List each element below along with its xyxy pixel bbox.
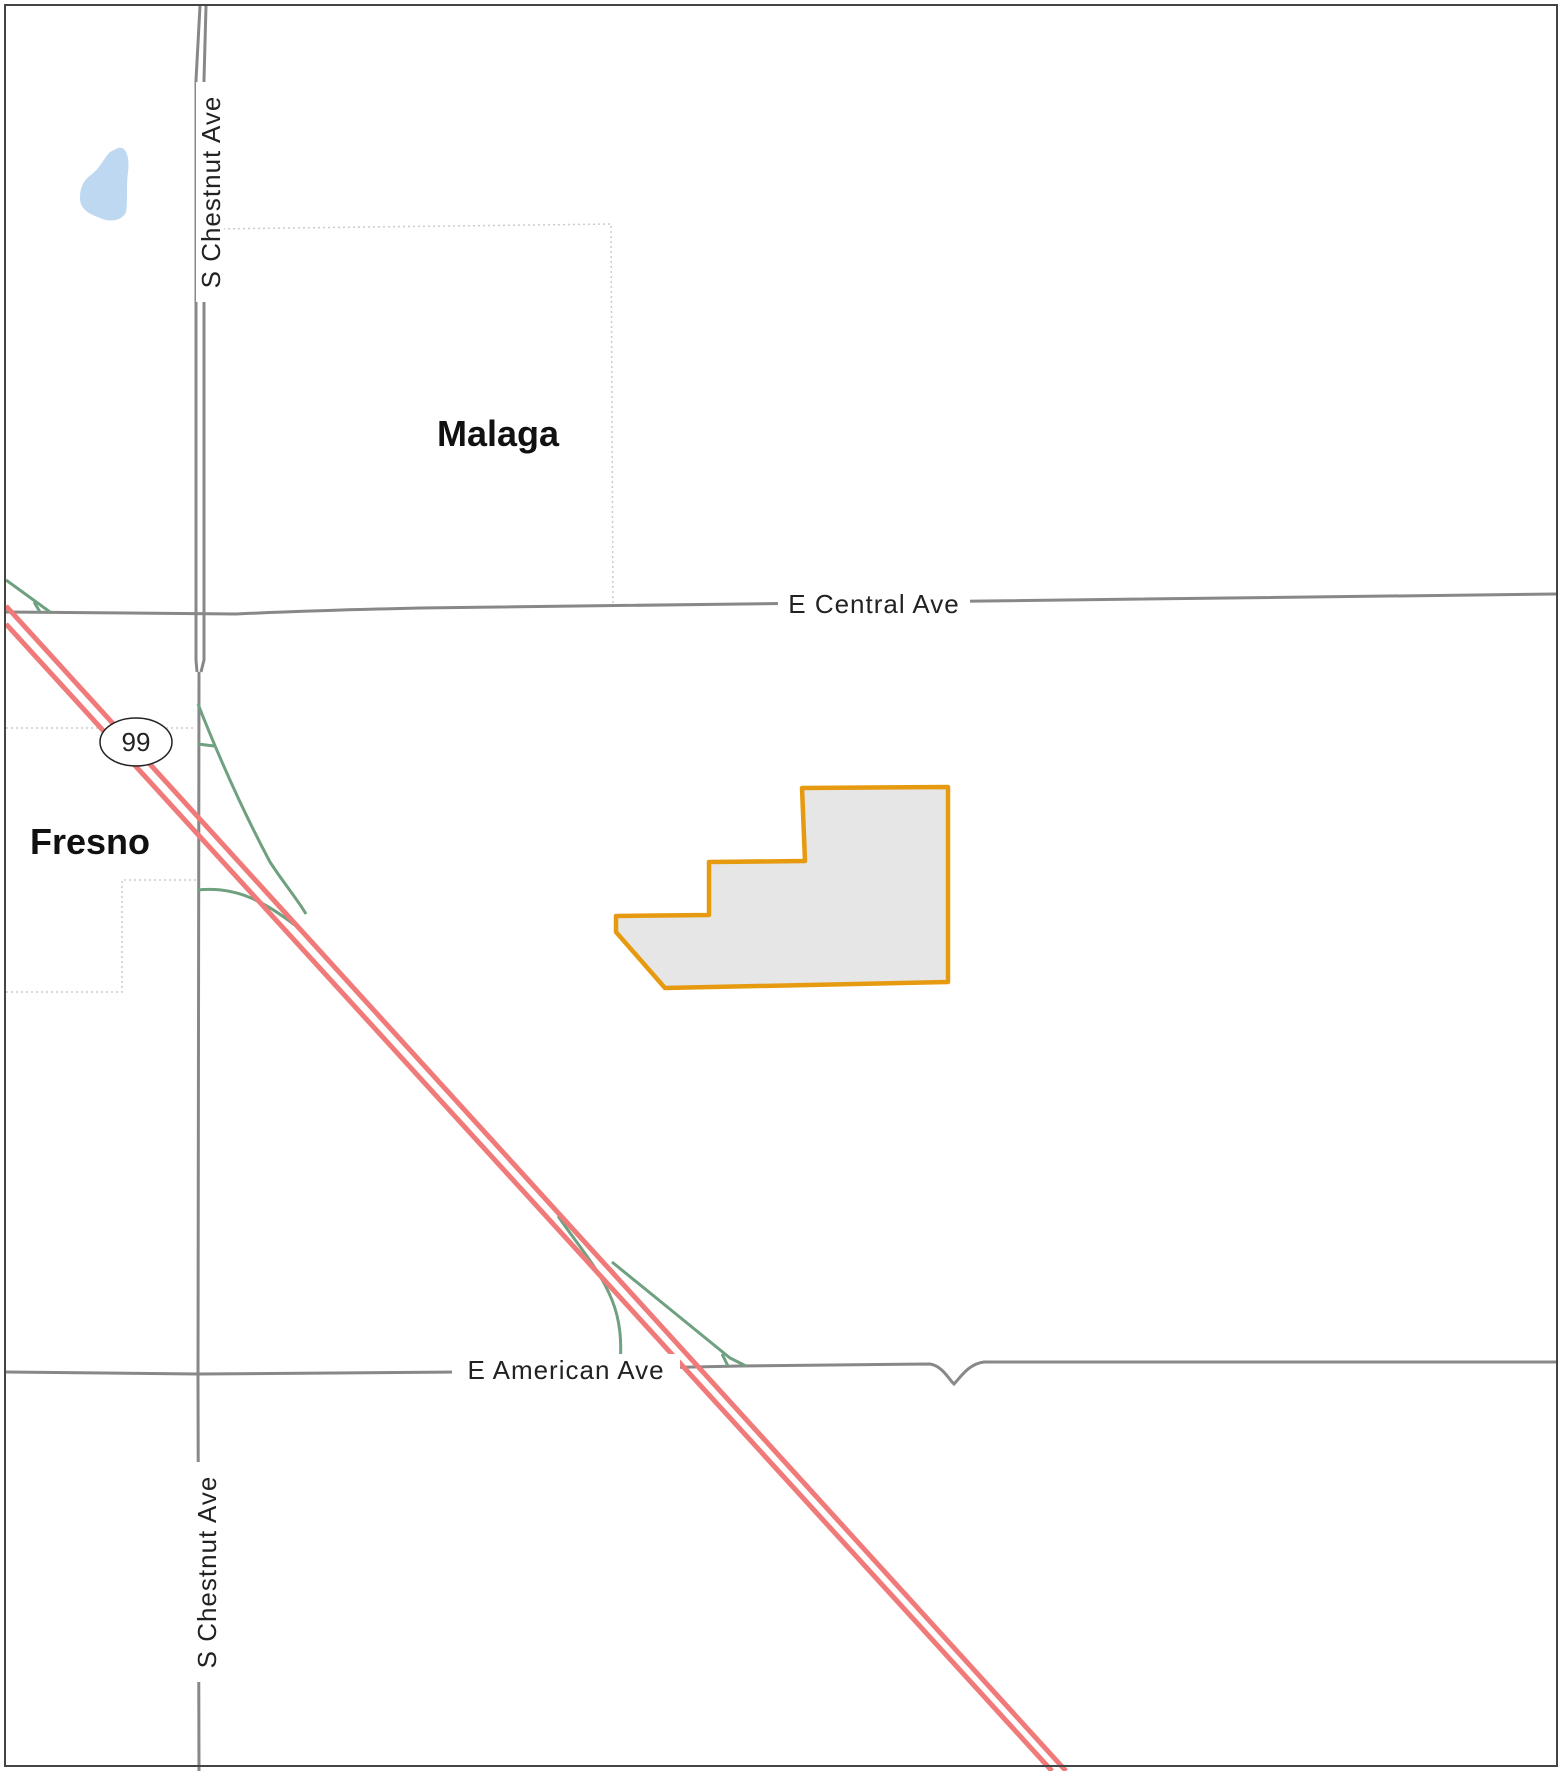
- chestnut-ave-label-north: S Chestnut Ave: [196, 96, 226, 289]
- chestnut-label-north-group: S Chestnut Ave: [196, 82, 226, 302]
- chestnut-label-south-halo: [192, 1462, 220, 1682]
- ramp-american-2: [611, 1260, 747, 1368]
- ramp-central-west-spur: [32, 601, 42, 613]
- central-ave-label: E Central Ave: [788, 589, 960, 619]
- place-label-fresno: Fresno: [30, 821, 150, 862]
- ramp-american-3: [720, 1353, 730, 1367]
- ramp-american-1: [556, 1215, 623, 1369]
- highway-99-south-lane: [4, 622, 1054, 1771]
- project-site-parcel[interactable]: [613, 784, 951, 991]
- highway-shield-number: 99: [122, 727, 151, 757]
- american-label-group: E American Ave: [452, 1354, 680, 1385]
- ramp-north-2: [197, 742, 215, 748]
- chestnut-ave-label-south: S Chestnut Ave: [192, 1476, 222, 1669]
- highway-shield: 99: [99, 717, 173, 767]
- highway-ramps: [5, 578, 747, 1369]
- central-ave-road: [5, 592, 1557, 616]
- chestnut-label-north-halo: [196, 82, 224, 302]
- american-label-halo: [452, 1354, 680, 1382]
- highway-99-north-lane: [4, 604, 1068, 1771]
- central-label-group: E Central Ave: [778, 588, 970, 619]
- central-label-halo: [778, 588, 970, 616]
- american-ave-label: E American Ave: [467, 1355, 664, 1385]
- american-ave-road: [5, 1360, 1556, 1387]
- ramp-central-west: [5, 578, 51, 614]
- map-frame: [4, 4, 1558, 1767]
- ramp-north-1: [196, 703, 308, 915]
- chestnut-ave-north-west-lane: [194, 5, 202, 673]
- pond: [80, 147, 129, 221]
- chestnut-ave-north-east-lane: [199, 5, 208, 673]
- place-label-malaga: Malaga: [437, 413, 560, 454]
- highway-99: [4, 604, 1068, 1771]
- highway-shield-icon: [99, 717, 173, 767]
- chestnut-label-south-group: S Chestnut Ave: [192, 1462, 222, 1682]
